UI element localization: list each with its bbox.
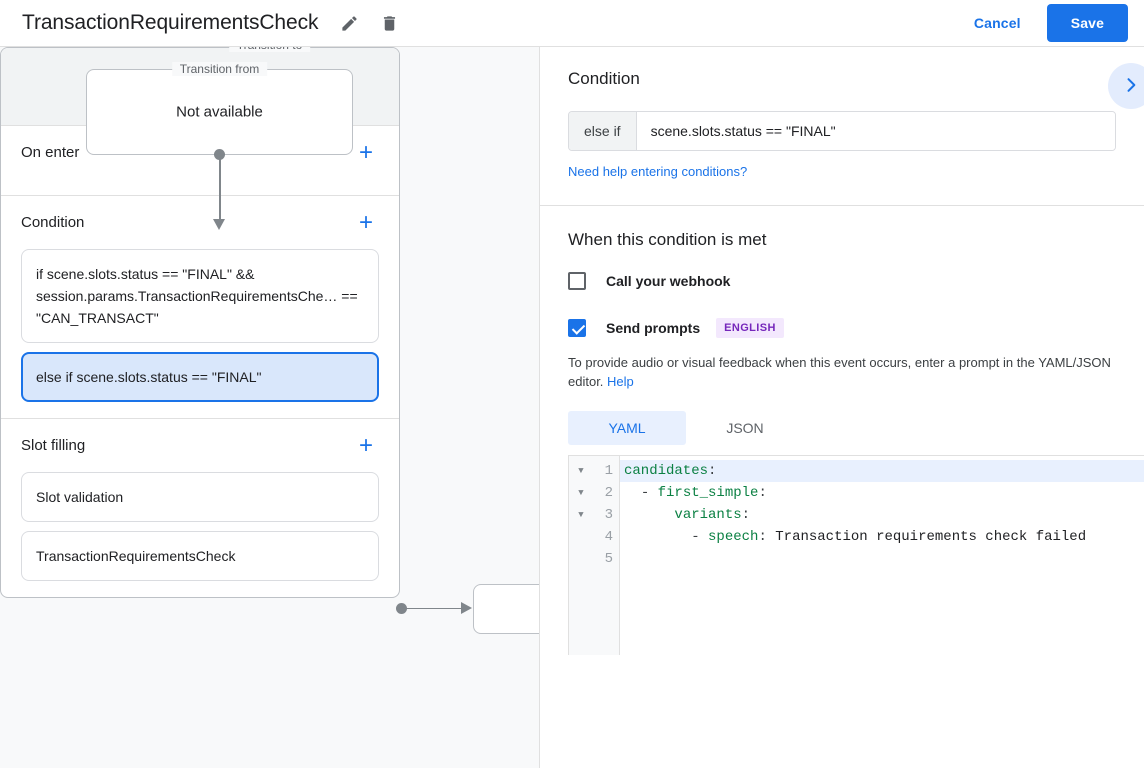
save-button[interactable]: Save bbox=[1046, 4, 1128, 42]
language-badge: ENGLISH bbox=[716, 318, 784, 338]
chevron-right-icon bbox=[1121, 75, 1141, 98]
section-title-on-enter: On enter bbox=[21, 144, 80, 161]
section-header: Slot filling + bbox=[21, 419, 379, 472]
condition-item-selected[interactable]: else if scene.slots.status == "FINAL" bbox=[21, 352, 379, 402]
add-slot-filling-button[interactable]: + bbox=[353, 432, 379, 460]
webhook-checkbox[interactable] bbox=[568, 272, 586, 290]
code-line: - first_simple: bbox=[640, 485, 767, 501]
slot-filling-item[interactable]: TransactionRequirementsCheck bbox=[21, 531, 379, 581]
app-header: TransactionRequirementsCheck Cancel Save bbox=[0, 0, 1144, 47]
code-line: candidates: bbox=[620, 460, 1144, 482]
condition-input-row: else if bbox=[568, 111, 1116, 151]
editor-code-area[interactable]: candidates: - first_simple: variants: - … bbox=[620, 456, 1144, 655]
when-met-title: When this condition is met bbox=[568, 230, 767, 249]
condition-prefix-label: else if bbox=[569, 112, 637, 150]
prompts-description: To provide audio or visual feedback when… bbox=[568, 353, 1116, 391]
connector-line-vertical bbox=[219, 155, 221, 223]
section-header: On enter + bbox=[21, 126, 379, 179]
condition-help-link[interactable]: Need help entering conditions? bbox=[568, 164, 748, 179]
send-prompts-checkbox-row[interactable]: Send prompts ENGLISH bbox=[568, 318, 1116, 338]
code-line: variants: bbox=[674, 507, 751, 523]
line-number: 4 bbox=[604, 529, 613, 545]
edit-title-button[interactable] bbox=[332, 6, 366, 40]
section-slot-filling: Slot filling + Slot validation Transacti… bbox=[1, 419, 399, 597]
section-title-slot-filling: Slot filling bbox=[21, 437, 86, 454]
fold-toggle-icon[interactable]: ▼ bbox=[578, 488, 584, 498]
tab-yaml[interactable]: YAML bbox=[568, 411, 686, 445]
condition-detail-section: Condition else if Need help entering con… bbox=[540, 47, 1144, 206]
main-body: Transition from Not available Transition… bbox=[0, 47, 1144, 768]
add-on-enter-button[interactable]: + bbox=[353, 139, 379, 167]
detail-panel: Condition else if Need help entering con… bbox=[540, 47, 1144, 768]
prompts-help-link[interactable]: Help bbox=[607, 374, 634, 389]
line-number: 3 bbox=[604, 507, 613, 523]
line-number: 1 bbox=[604, 463, 613, 479]
connector-arrow-down-icon bbox=[213, 219, 225, 230]
graph-panel: Transition from Not available Transition… bbox=[0, 47, 540, 768]
send-prompts-checkbox[interactable] bbox=[568, 319, 586, 337]
section-header: Condition + bbox=[21, 196, 379, 249]
line-number: 2 bbox=[604, 485, 613, 501]
page-title: TransactionRequirementsCheck bbox=[22, 11, 319, 34]
when-condition-met-section: When this condition is met Call your web… bbox=[540, 206, 1144, 445]
condition-expression-input[interactable] bbox=[636, 112, 1115, 150]
connector-dot-right bbox=[396, 603, 407, 614]
trash-icon bbox=[380, 14, 399, 33]
webhook-label: Call your webhook bbox=[606, 273, 731, 289]
editor-line-numbers: 1 2 3 4 5 bbox=[593, 456, 620, 655]
header-actions: Cancel Save bbox=[964, 4, 1128, 42]
line-number: 5 bbox=[604, 551, 613, 567]
condition-panel-title: Condition bbox=[568, 69, 640, 88]
connector-arrow-right-icon bbox=[461, 602, 472, 614]
condition-item[interactable]: if scene.slots.status == "FINAL" && sess… bbox=[21, 249, 379, 343]
prompts-description-text: To provide audio or visual feedback when… bbox=[568, 355, 1111, 389]
section-title-condition: Condition bbox=[21, 214, 85, 231]
tab-json[interactable]: JSON bbox=[686, 411, 804, 445]
transition-from-value: Not available bbox=[176, 103, 263, 121]
editor-fold-column: ▼ ▼ ▼ bbox=[569, 456, 593, 655]
fold-toggle-icon[interactable]: ▼ bbox=[578, 510, 584, 520]
transition-from-legend: Transition from bbox=[171, 62, 268, 76]
expand-panel-button[interactable] bbox=[1108, 63, 1144, 109]
cancel-button[interactable]: Cancel bbox=[964, 6, 1031, 40]
transition-from-card[interactable]: Transition from Not available bbox=[86, 62, 353, 155]
connector-dot-top bbox=[214, 149, 225, 160]
yaml-editor[interactable]: ▼ ▼ ▼ 1 2 3 4 5 candidates: - first_simp… bbox=[568, 455, 1144, 655]
webhook-checkbox-row[interactable]: Call your webhook bbox=[568, 272, 1116, 290]
editor-format-tabs: YAML JSON bbox=[568, 411, 1116, 445]
fold-spacer bbox=[569, 526, 593, 548]
code-line: - speech: Transaction requirements check… bbox=[691, 529, 1087, 545]
section-condition: Condition + if scene.slots.status == "FI… bbox=[1, 196, 399, 419]
slot-filling-item[interactable]: Slot validation bbox=[21, 472, 379, 522]
add-condition-button[interactable]: + bbox=[353, 209, 379, 237]
connector-line-horizontal bbox=[402, 607, 462, 609]
fold-spacer bbox=[569, 548, 593, 570]
code-line bbox=[620, 548, 1144, 570]
section-on-enter: On enter + bbox=[1, 126, 399, 196]
send-prompts-label: Send prompts bbox=[606, 320, 701, 336]
pencil-icon bbox=[340, 14, 359, 33]
delete-button[interactable] bbox=[372, 6, 406, 40]
fold-toggle-icon[interactable]: ▼ bbox=[578, 466, 584, 476]
transition-to-legend: Transition to bbox=[228, 47, 311, 52]
next-node-card[interactable] bbox=[473, 584, 539, 634]
